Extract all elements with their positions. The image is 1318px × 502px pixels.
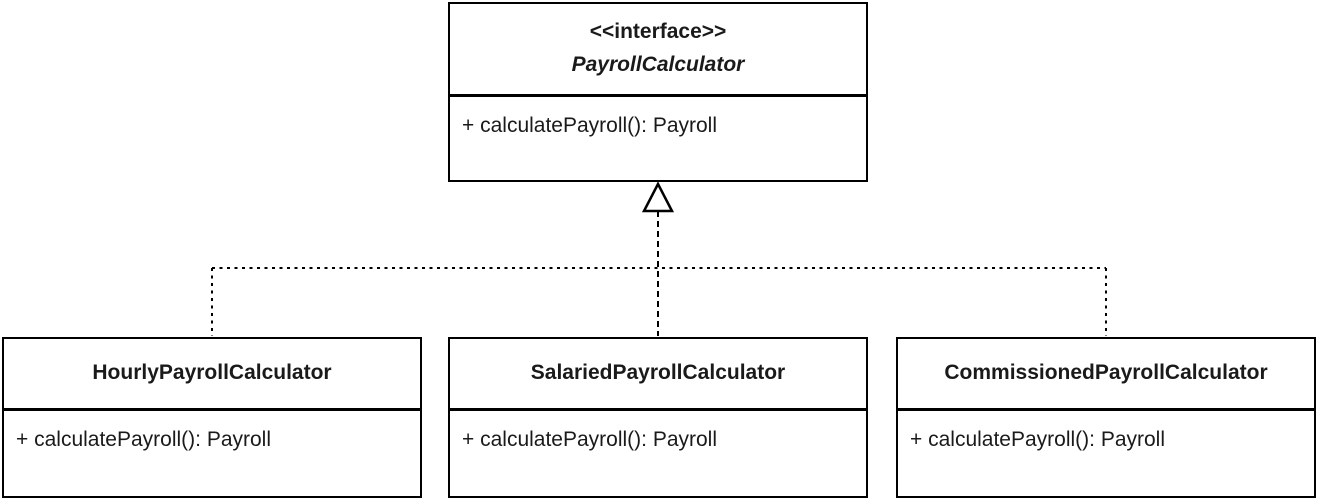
interface-header: <<interface>> PayrollCalculator <box>450 4 866 97</box>
interface-box-payrollcalculator: <<interface>> PayrollCalculator + calcul… <box>448 2 868 182</box>
class-method: + calculatePayroll(): Payroll <box>910 428 1166 451</box>
class-method: + calculatePayroll(): Payroll <box>16 428 272 451</box>
class-name: CommissionedPayrollCalculator <box>898 339 1314 411</box>
class-name: HourlyPayrollCalculator <box>4 339 420 411</box>
class-name: SalariedPayrollCalculator <box>450 339 866 411</box>
hollow-triangle-arrowhead-icon <box>641 181 675 213</box>
interface-name: PayrollCalculator <box>571 53 745 76</box>
class-box-commissionedpayrollcalculator: CommissionedPayrollCalculator + calculat… <box>896 337 1316 498</box>
class-box-hourlypayrollcalculator: HourlyPayrollCalculator + calculatePayro… <box>2 337 422 498</box>
interface-stereotype: <<interface>> <box>589 20 727 44</box>
class-box-salariedpayrollcalculator: SalariedPayrollCalculator + calculatePay… <box>448 337 868 498</box>
interface-method: + calculatePayroll(): Payroll <box>462 114 718 137</box>
class-method: + calculatePayroll(): Payroll <box>462 428 718 451</box>
